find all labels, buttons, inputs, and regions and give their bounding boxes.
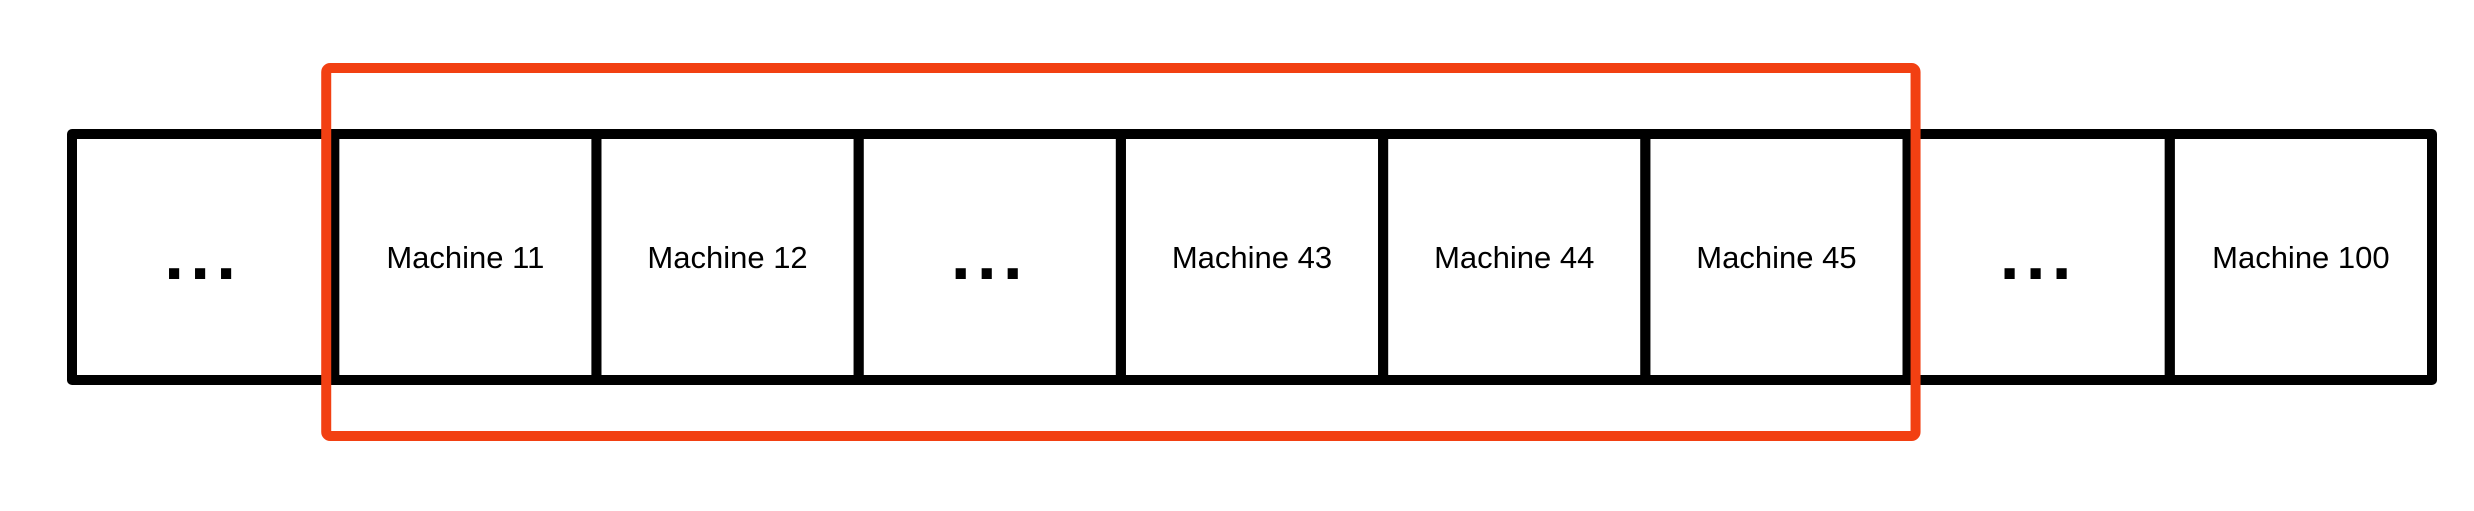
machine-label: Machine 44: [1434, 240, 1594, 275]
ellipsis-label: ...: [164, 215, 242, 295]
ellipsis-label: ...: [2000, 215, 2078, 295]
ellipsis-label: ...: [951, 215, 1029, 295]
highlight-box: [321, 63, 1921, 441]
machine-label: Machine 12: [647, 240, 807, 275]
machine-cell: [2164, 129, 2438, 385]
cells-layer: ... Machine 11 Machine 12... Machine 43 Mach…: [67, 129, 2438, 385]
machine-label: Machine 11: [386, 240, 544, 275]
machine-label: Machine 100: [2212, 240, 2390, 275]
machine-label: Machine 43: [1172, 240, 1332, 275]
machine-label: Machine 45: [1696, 240, 1856, 275]
